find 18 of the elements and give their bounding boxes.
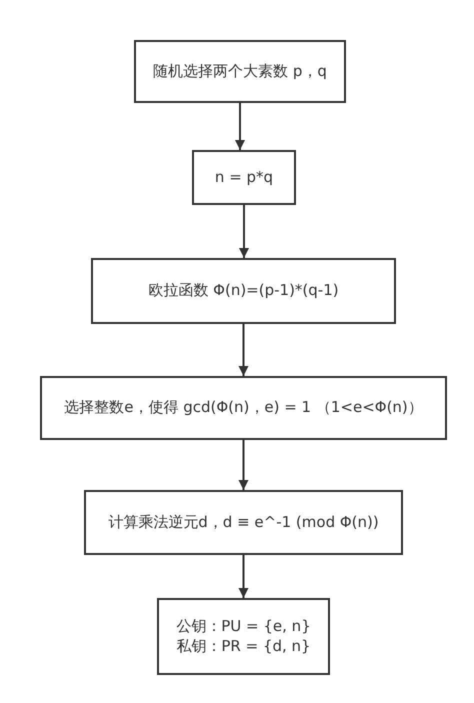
arrow	[238, 555, 248, 598]
box-text: n = p*q	[214, 168, 274, 188]
process-box	[40, 376, 447, 440]
arrow	[239, 205, 249, 258]
arrow	[238, 440, 248, 490]
box-text: 私钥：PR = {d, n}	[176, 636, 311, 656]
process-box	[157, 598, 330, 675]
process-box	[192, 150, 296, 205]
box-text: 公钥：PU = {e, n}	[176, 617, 311, 636]
box-text: 欧拉函数 Φ(n)=(p-1)*(q-1)	[148, 281, 339, 301]
process-box	[84, 490, 403, 555]
box-text: 计算乘法逆元d，d ≡ e^-1 (mod Φ(n))	[108, 512, 379, 532]
box-text: 选择整数e，使得 gcd(Φ(n)，e) = 1 （1<e<Φ(n)）	[64, 398, 423, 418]
arrow	[238, 324, 248, 376]
process-box	[91, 258, 396, 324]
arrow	[235, 103, 245, 150]
box-text: 随机选择两个大素数 p，q	[153, 62, 327, 82]
process-box	[134, 40, 346, 103]
